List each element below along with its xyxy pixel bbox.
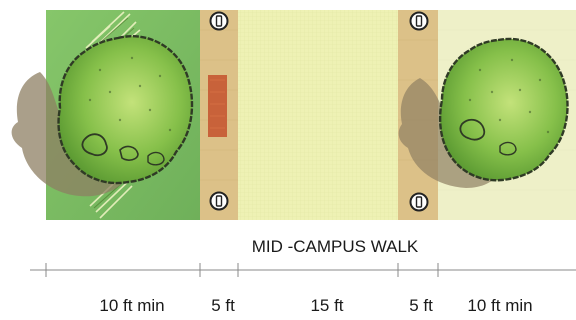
dimension-line	[30, 263, 576, 277]
walkway	[238, 10, 398, 220]
light-post-top-right	[409, 11, 429, 31]
light-post-top-left	[209, 11, 229, 31]
light-post-bottom-right	[409, 192, 429, 212]
right-tree	[438, 37, 569, 182]
bench	[208, 75, 227, 137]
dimension-walk: 15 ft	[310, 296, 343, 315]
dimension-right-lawn: 10 ft min	[467, 296, 532, 315]
dimension-left-lawn: 10 ft min	[99, 296, 164, 315]
dimension-left-strip: 5 ft	[211, 296, 235, 315]
left-tree	[57, 35, 194, 185]
light-post-bottom-left	[209, 191, 229, 211]
section-title: MID -CAMPUS WALK	[252, 237, 419, 256]
dimension-right-strip: 5 ft	[409, 296, 433, 315]
